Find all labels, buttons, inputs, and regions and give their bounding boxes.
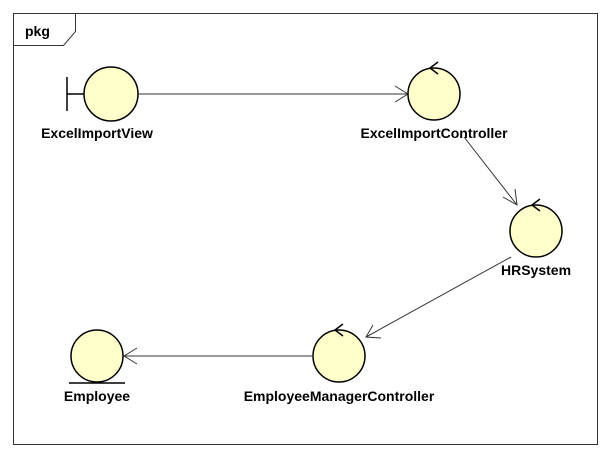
excel-import-view-node[interactable]: ExcelImportView bbox=[41, 66, 153, 141]
employee-manager-controller-label: EmployeeManagerController bbox=[244, 388, 435, 404]
package-frame bbox=[13, 13, 598, 445]
employee-label: Employee bbox=[64, 388, 130, 404]
control-icon bbox=[312, 329, 366, 383]
control-icon-arrow bbox=[428, 61, 439, 75]
hrsystem-node[interactable]: HRSystem bbox=[501, 198, 571, 278]
edge-employee-manager-controller-to-employee bbox=[123, 347, 312, 365]
control-icon-arrow bbox=[333, 323, 344, 337]
excel-import-controller-node[interactable]: ExcelImportController bbox=[360, 61, 508, 141]
excel-import-view-label: ExcelImportView bbox=[41, 125, 153, 141]
excel-import-controller-label: ExcelImportController bbox=[360, 125, 508, 141]
boundary-icon bbox=[83, 66, 139, 122]
entity-icon bbox=[70, 329, 124, 383]
control-icon-arrow bbox=[530, 198, 541, 212]
employee-manager-controller-node[interactable]: EmployeeManagerController bbox=[244, 323, 435, 404]
edge-hrsystem-to-employee-manager-controller bbox=[365, 256, 512, 339]
control-icon bbox=[407, 67, 461, 121]
employee-node[interactable]: Employee bbox=[64, 329, 130, 404]
package-tab bbox=[13, 13, 76, 46]
control-icon bbox=[509, 204, 563, 258]
edge-import-controller-to-hrsystem bbox=[463, 136, 518, 206]
package-label: pkg bbox=[25, 23, 50, 39]
edge-view-to-import-controller bbox=[138, 85, 409, 103]
hrsystem-label: HRSystem bbox=[501, 262, 571, 278]
